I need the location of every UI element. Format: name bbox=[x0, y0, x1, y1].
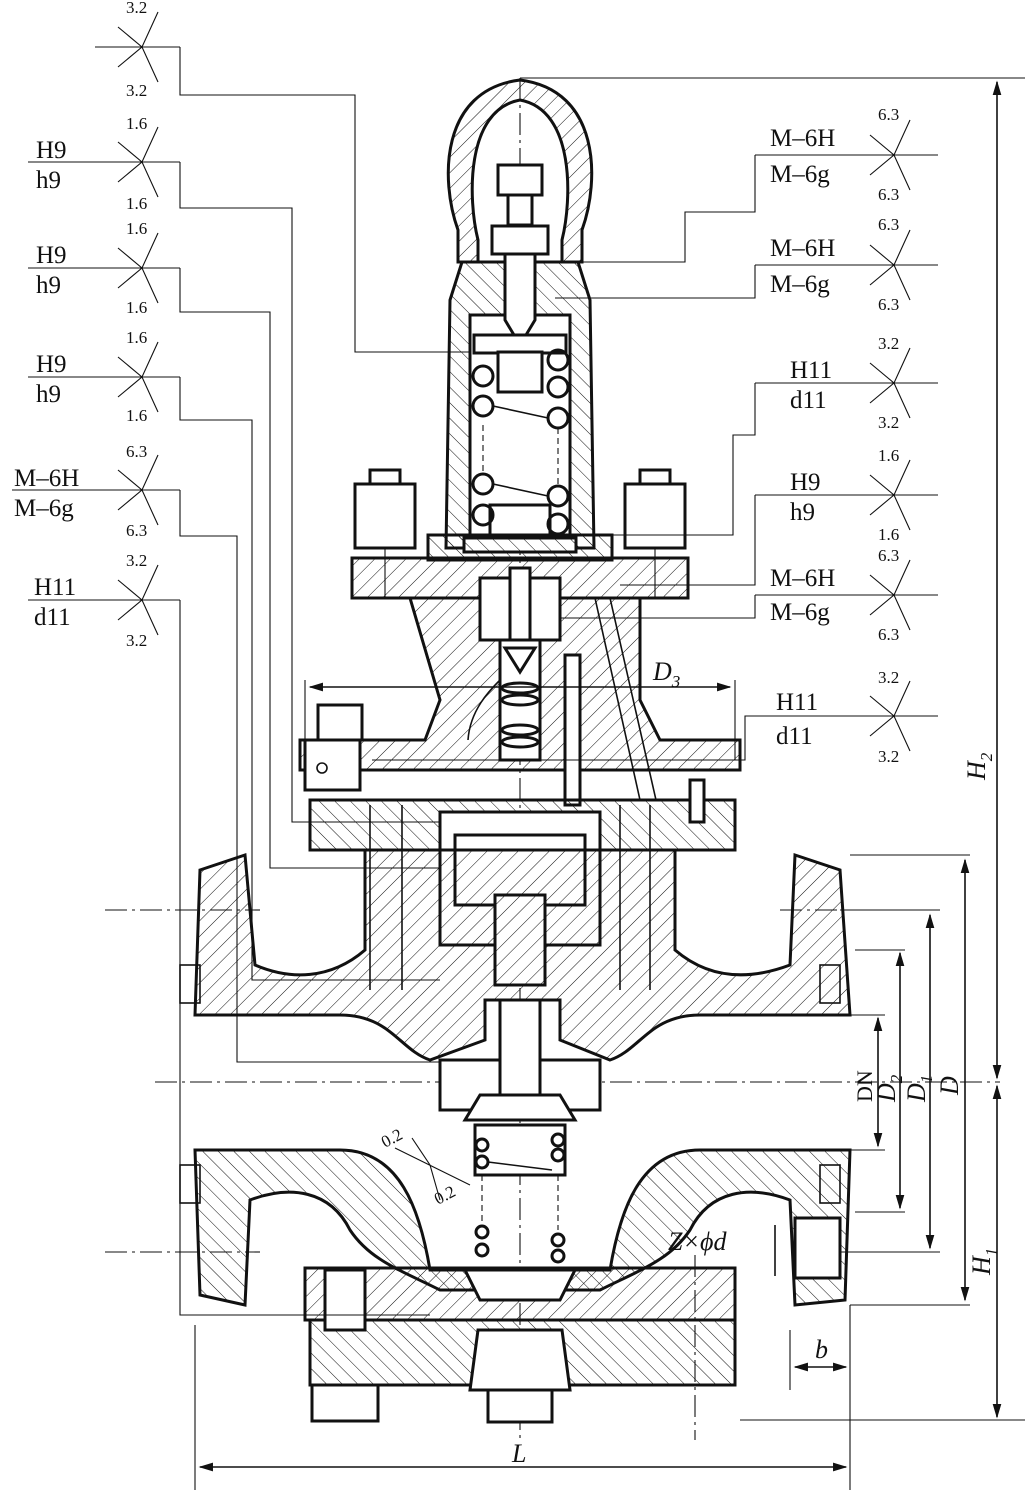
fit-shaft-tolerance: h9 bbox=[36, 272, 61, 299]
roughness-value: 0.2 bbox=[431, 1182, 459, 1209]
dimension-lines bbox=[194, 77, 1025, 1490]
roughness-value: 3.2 bbox=[878, 334, 899, 353]
fit-hole-tolerance: H11 bbox=[34, 574, 76, 601]
fit-shaft-tolerance: M–6g bbox=[770, 161, 830, 188]
roughness-value: 1.6 bbox=[126, 114, 147, 133]
roughness-value: 1.6 bbox=[126, 194, 147, 213]
dim-h1-label: H1 bbox=[967, 1248, 1001, 1276]
roughness-value: 6.3 bbox=[126, 521, 147, 540]
roughness-value: 3.2 bbox=[878, 413, 899, 432]
roughness-value: 6.3 bbox=[878, 625, 899, 644]
fit-hole-tolerance: M–6H bbox=[14, 465, 79, 492]
dim-d-label: D bbox=[935, 1076, 964, 1096]
roughness-value: 1.6 bbox=[126, 328, 147, 347]
fit-shaft-tolerance: h9 bbox=[36, 167, 61, 194]
roughness-value: 1.6 bbox=[126, 406, 147, 425]
roughness-value: 1.6 bbox=[878, 446, 899, 465]
lower-spring bbox=[474, 1132, 566, 1264]
fit-shaft-tolerance: M–6g bbox=[14, 495, 74, 522]
roughness-value: 6.3 bbox=[878, 105, 899, 124]
roughness-value: 3.2 bbox=[126, 81, 147, 100]
roughness-value: 6.3 bbox=[878, 215, 899, 234]
roughness-value: 6.3 bbox=[878, 295, 899, 314]
fit-shaft-tolerance: M–6g bbox=[770, 271, 830, 298]
dim-l-label: L bbox=[511, 1439, 526, 1468]
fit-shaft-tolerance: h9 bbox=[36, 381, 61, 408]
roughness-symbols-right bbox=[755, 119, 938, 752]
fit-hole-tolerance: H9 bbox=[36, 242, 67, 269]
roughness-value: 0.2 bbox=[378, 1125, 406, 1152]
fit-hole-tolerance: M–6H bbox=[770, 235, 835, 262]
leader-lines bbox=[179, 47, 775, 1316]
fit-labels-right: M–6H M–6g 6.3 6.3 M–6H M–6g 6.3 6.3 H11 … bbox=[770, 105, 899, 766]
dim-dn-label: DN bbox=[852, 1070, 877, 1102]
bottom-cover bbox=[303, 1266, 737, 1424]
roughness-value: 6.3 bbox=[878, 546, 899, 565]
dim-d2-label: D2 bbox=[872, 1074, 906, 1103]
dim-d1-label: D1 bbox=[902, 1075, 936, 1103]
roughness-value: 6.3 bbox=[878, 185, 899, 204]
fit-shaft-tolerance: M–6g bbox=[770, 599, 830, 626]
fit-hole-tolerance: H11 bbox=[776, 689, 818, 716]
fit-shaft-tolerance: d11 bbox=[790, 387, 827, 414]
roughness-symbol-inner bbox=[394, 1137, 471, 1201]
fit-hole-tolerance: M–6H bbox=[770, 565, 835, 592]
roughness-value: 3.2 bbox=[126, 551, 147, 570]
roughness-value: 1.6 bbox=[126, 219, 147, 238]
fit-hole-tolerance: H11 bbox=[790, 357, 832, 384]
dim-b-label: b bbox=[815, 1335, 828, 1364]
roughness-symbols-left bbox=[12, 11, 180, 636]
main-spring bbox=[471, 348, 570, 536]
dimension-labels: D3 H2 H1 DN D2 D1 D Z×ϕd b L bbox=[511, 657, 1001, 1468]
fit-hole-tolerance: H9 bbox=[36, 137, 67, 164]
roughness-value: 1.6 bbox=[878, 525, 899, 544]
fit-shaft-tolerance: h9 bbox=[790, 499, 815, 526]
fit-shaft-tolerance: d11 bbox=[34, 604, 71, 631]
roughness-value: 3.2 bbox=[126, 631, 147, 650]
fit-hole-tolerance: H9 bbox=[36, 351, 67, 378]
fit-hole-tolerance: H9 bbox=[790, 469, 821, 496]
fit-shaft-tolerance: d11 bbox=[776, 723, 813, 750]
dim-bolt-holes-label: Z×ϕd bbox=[668, 1227, 727, 1256]
dim-d3-label: D3 bbox=[652, 657, 680, 691]
roughness-value: 6.3 bbox=[126, 442, 147, 461]
dim-h2-label: H2 bbox=[962, 752, 996, 781]
fit-labels-left: 3.2 3.2 H9 h9 1.6 1.6 H9 h9 1.6 1.6 H9 h… bbox=[14, 0, 147, 650]
roughness-value: 3.2 bbox=[126, 0, 147, 17]
roughness-value: 1.6 bbox=[126, 298, 147, 317]
roughness-value: 3.2 bbox=[878, 747, 899, 766]
main-valve-body bbox=[179, 848, 852, 1307]
roughness-value: 3.2 bbox=[878, 668, 899, 687]
fit-hole-tolerance: M–6H bbox=[770, 125, 835, 152]
